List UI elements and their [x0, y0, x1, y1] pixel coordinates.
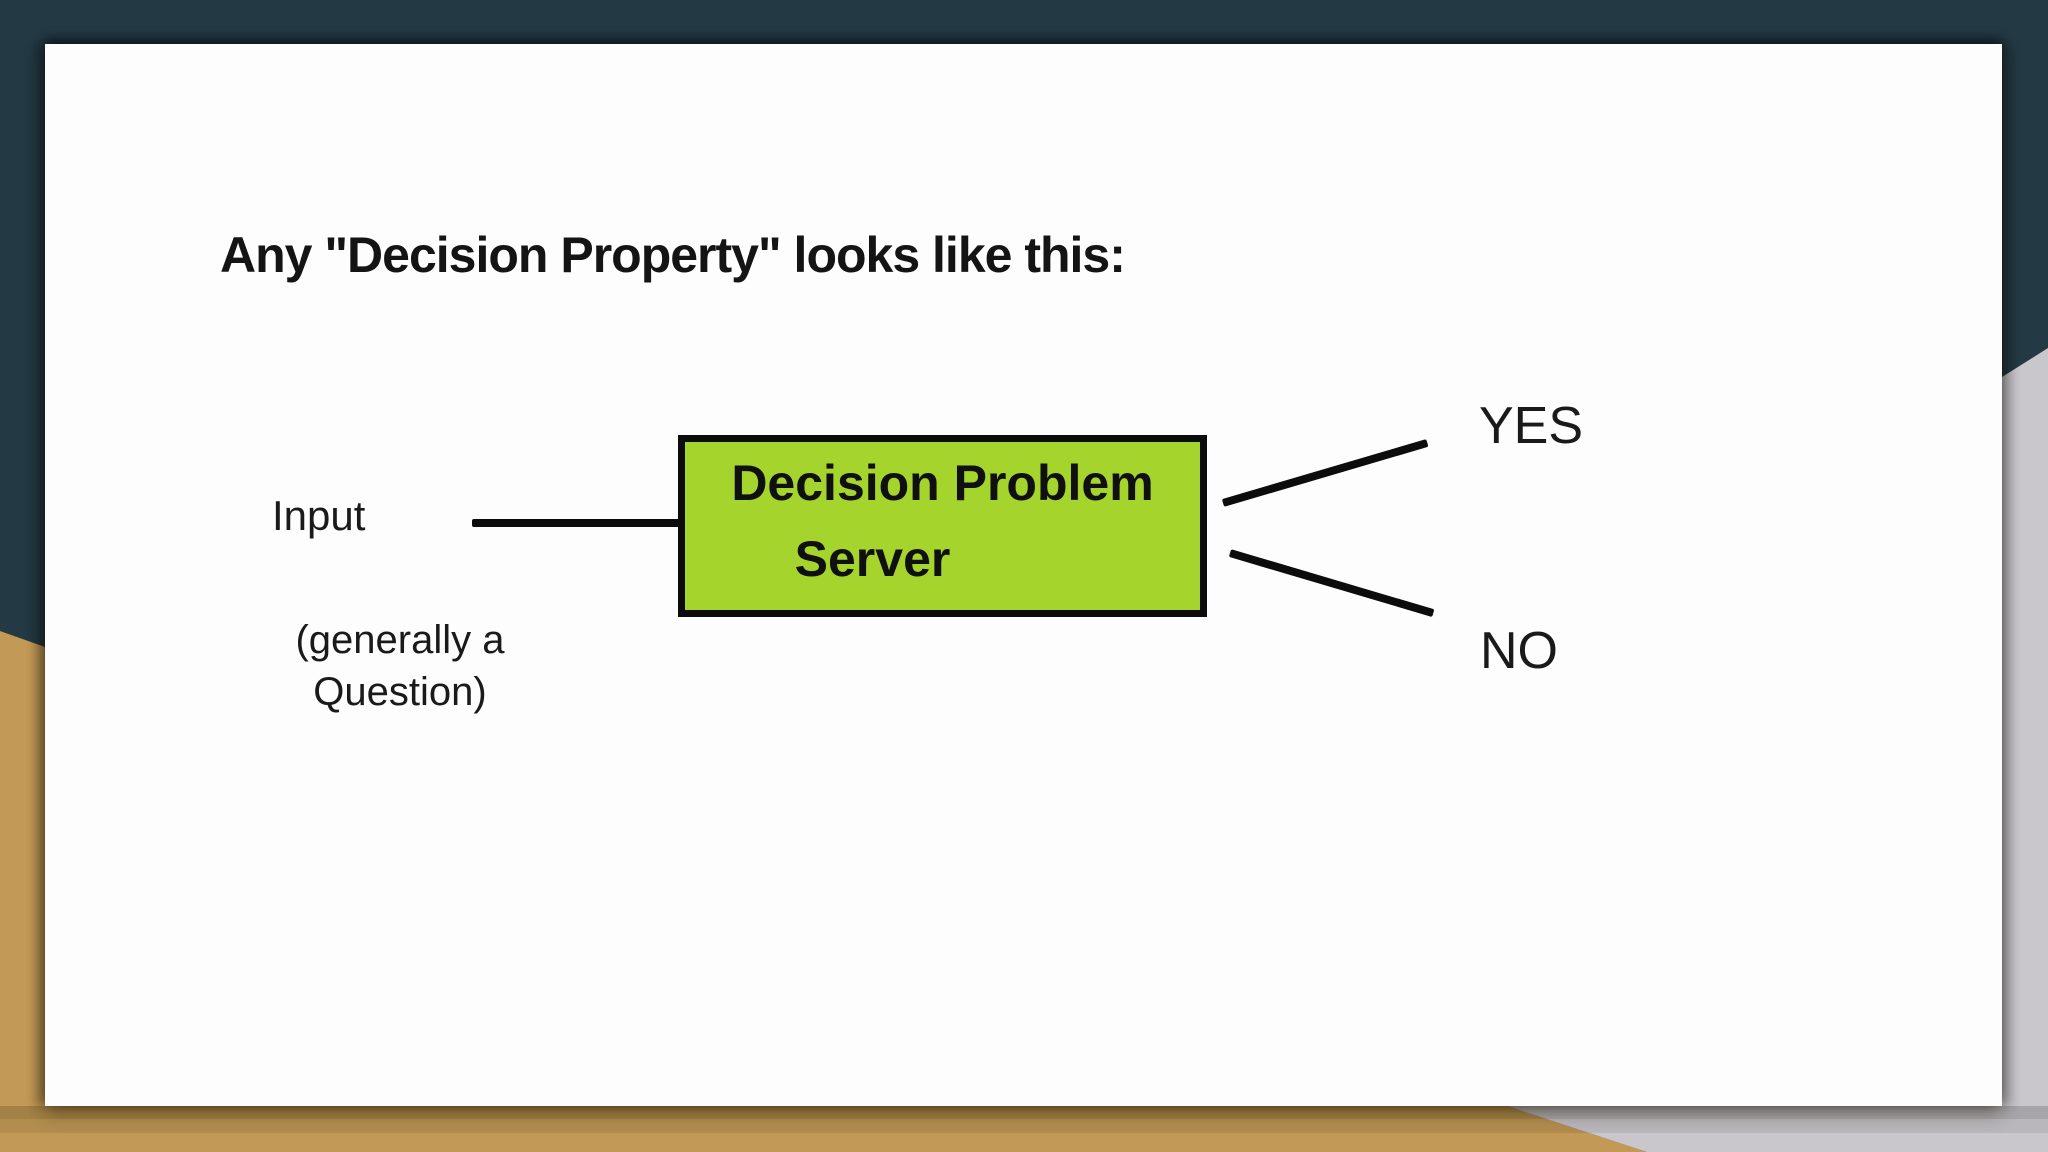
yes-outcome-label: YES: [1479, 397, 1584, 455]
input-label: Input: [272, 492, 366, 539]
yes-connector-line: [1221, 439, 1429, 507]
input-connector-line: [472, 519, 680, 527]
slide-title: Any "Decision Property" looks like this:: [220, 227, 1126, 283]
slide-drop-shadow-band: [0, 1106, 2048, 1119]
input-note: (generally a Question): [250, 614, 550, 718]
decision-box-label-line-2: Server: [794, 531, 951, 587]
input-note-line-2: Question): [313, 670, 487, 714]
no-connector-line: [1228, 549, 1435, 618]
slide-drop-shadow-band-soft: [0, 1119, 2048, 1133]
input-note-line-1: (generally a: [295, 618, 505, 662]
no-outcome-label: NO: [1480, 622, 1558, 680]
decision-problem-server-box: Decision Problem Server: [678, 435, 1207, 617]
slide-content-area: Any "Decision Property" looks like this:…: [45, 44, 2002, 1106]
decision-box-label-line-1: Decision Problem: [731, 455, 1154, 511]
